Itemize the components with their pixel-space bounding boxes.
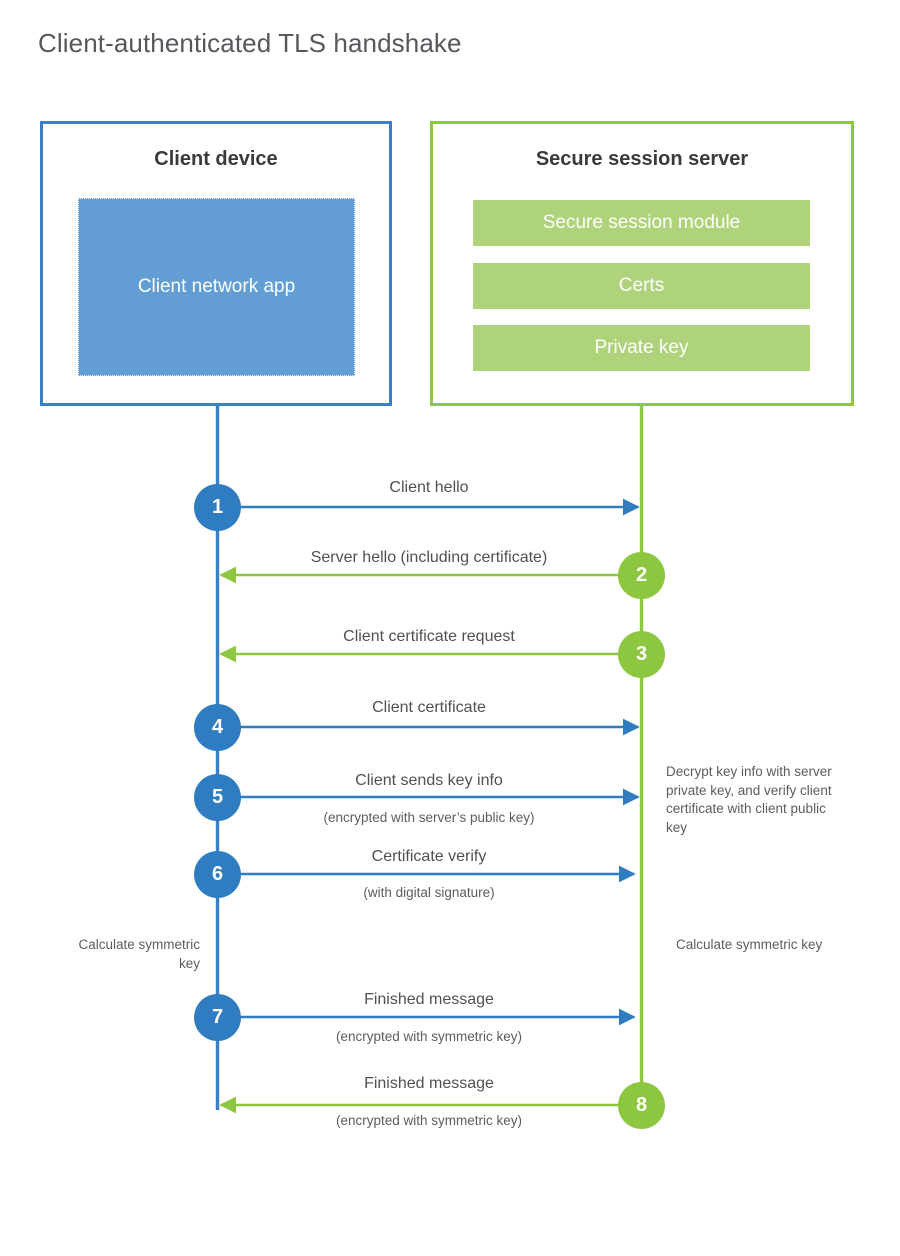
server-component-certs: Certs [473, 263, 810, 309]
message-label-8: Finished message [364, 1075, 494, 1092]
step-marker-3: 3 [618, 631, 665, 678]
message-sublabel-6: (with digital signature) [363, 885, 495, 900]
step-marker-2: 2 [618, 552, 665, 599]
note-client-calculate-symmetric-key: Calculate symmetric key [78, 937, 200, 971]
note-server-calculate-symmetric-key: Calculate symmetric key [676, 937, 823, 952]
client-network-app-box: Client network app [78, 198, 355, 376]
message-sublabel-7: (encrypted with symmetric key) [335, 1029, 523, 1044]
secure-session-server-title: Secure session server [535, 148, 749, 170]
step-marker-6: 6 [194, 851, 241, 898]
server-component-secure-session-module: Secure session module [473, 200, 810, 246]
message-label-5: Client sends key info [355, 772, 503, 789]
message-label-2: Server hello (including certificate) [310, 549, 548, 566]
message-label-4: Client certificate [372, 699, 486, 716]
page-title: Client-authenticated TLS handshake [38, 28, 462, 58]
client-device-title: Client device [154, 148, 278, 170]
step-marker-1: 1 [194, 484, 241, 531]
step-marker-8: 8 [618, 1082, 665, 1129]
secure-session-server-box: Secure session server Secure session mod… [430, 121, 854, 406]
message-sublabel-5: (encrypted with server’s public key) [323, 810, 535, 825]
message-label-7: Finished message [364, 991, 494, 1008]
note-server-decrypt-verify: Decrypt key info with server private key… [666, 764, 832, 835]
message-label-1: Client hello [389, 479, 469, 496]
step-marker-7: 7 [194, 994, 241, 1041]
client-device-box: Client device Client network app [40, 121, 392, 406]
message-label-3: Client certificate request [343, 628, 515, 645]
step-marker-4: 4 [194, 704, 241, 751]
server-component-private-key: Private key [473, 325, 810, 371]
message-sublabel-8: (encrypted with symmetric key) [335, 1113, 523, 1128]
step-marker-5: 5 [194, 774, 241, 821]
message-label-6: Certificate verify [371, 848, 487, 865]
